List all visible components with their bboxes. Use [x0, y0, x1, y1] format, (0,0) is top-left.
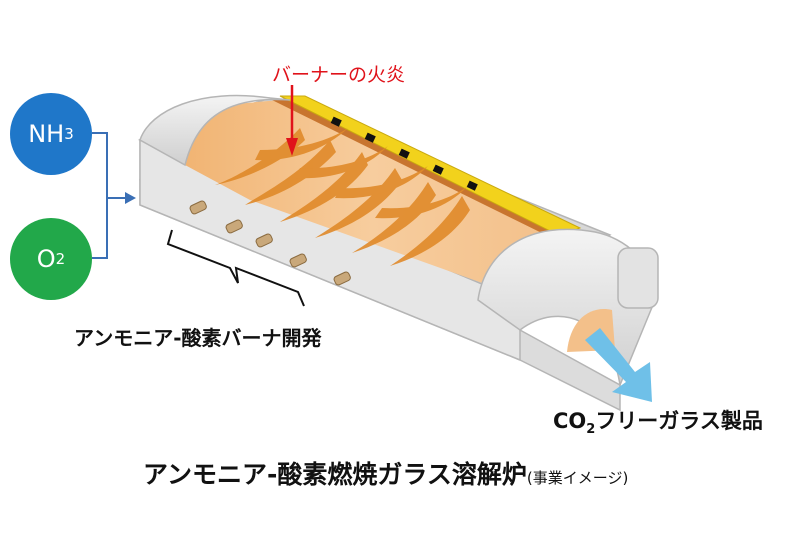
o2-sub: 2 — [55, 250, 66, 268]
nh3-base: NH — [28, 120, 65, 148]
burner-flames — [215, 128, 470, 266]
burner-nozzle — [225, 219, 243, 234]
flame-pointer — [286, 85, 298, 156]
o2-base: O — [36, 245, 56, 273]
inlet-connector — [92, 132, 136, 259]
flame-pointer-arrow-icon — [286, 138, 298, 156]
burner-nozzle — [289, 253, 307, 268]
diagram-caption: アンモニア-酸素燃焼ガラス溶解炉(事業イメージ) — [143, 455, 628, 491]
burner-strip — [279, 95, 582, 237]
burner-nozzle — [255, 233, 273, 248]
product-label: CO2フリーガラス製品 — [553, 405, 763, 437]
nh3-sub: 3 — [64, 125, 74, 143]
bracket-icon — [166, 229, 305, 307]
burner-development-label: アンモニア-酸素バーナ開発 — [74, 326, 322, 350]
burner-nozzles — [189, 200, 351, 286]
burner-nozzle — [189, 200, 207, 215]
burner-nozzle — [333, 271, 351, 286]
flow-arrow-icon — [125, 192, 136, 204]
output-arrow-icon — [585, 328, 652, 402]
product-base: CO — [553, 409, 587, 433]
caption-note: (事業イメージ) — [526, 469, 629, 487]
burner-flame-label: バーナーの火炎 — [272, 64, 406, 86]
caption-title: アンモニア-酸素燃焼ガラス溶解炉 — [143, 460, 527, 489]
furnace-arch-left — [139, 94, 291, 167]
product-sub: 2 — [586, 422, 596, 437]
product-rest: フリーガラス製品 — [595, 409, 763, 433]
